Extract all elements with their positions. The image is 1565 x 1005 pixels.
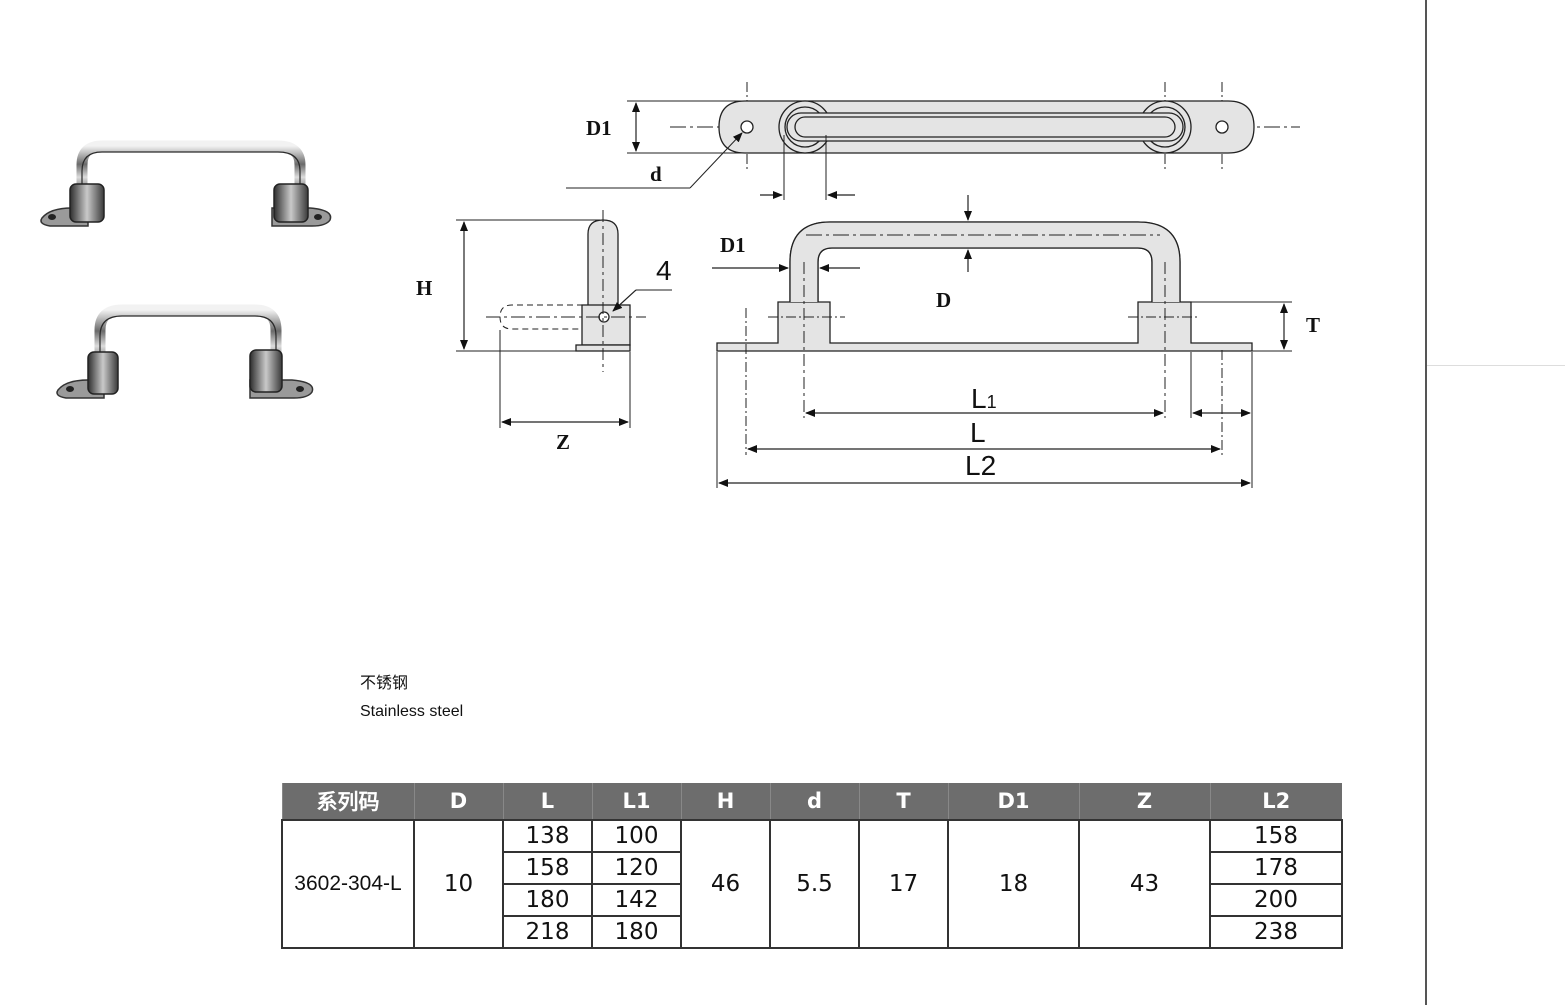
dim-label-L1: L1 xyxy=(971,383,997,414)
front-view xyxy=(712,195,1292,488)
cell-L2: 200 xyxy=(1209,883,1343,917)
header-series-code: 系列码 xyxy=(281,783,414,820)
table-row: 3602-304-L 10 138 100 46 5.5 17 18 43 15… xyxy=(281,819,1343,949)
header-Z: Z xyxy=(1078,783,1210,820)
cell-Z: 43 xyxy=(1078,819,1211,949)
handle-photo-top xyxy=(40,140,332,227)
header-D: D xyxy=(413,783,503,820)
cell-L: 138 xyxy=(502,819,593,853)
dim-label-D: D xyxy=(936,288,951,312)
dim-label-Z: Z xyxy=(556,430,570,454)
page-right-border xyxy=(1425,0,1427,1005)
table-row: 158 120 178 xyxy=(282,851,1343,885)
cell-L: 158 xyxy=(502,851,593,885)
header-L: L xyxy=(502,783,592,820)
header-L2: L2 xyxy=(1209,783,1342,820)
cell-T: 17 xyxy=(858,819,949,949)
side-view xyxy=(456,210,672,428)
cell-D: 10 xyxy=(413,819,504,949)
top-view xyxy=(566,82,1300,200)
cell-d: 5.5 xyxy=(769,819,860,949)
spec-table: 系列码 D L L1 H d T D1 Z L2 3602-304-L 10 1… xyxy=(281,783,1343,949)
dim-label-4: 4 xyxy=(656,255,672,286)
dim-label-H: H xyxy=(416,276,432,300)
header-H: H xyxy=(680,783,770,820)
dim-label-D1-top: D1 xyxy=(586,116,612,140)
technical-drawing: D1 d H 4 Z xyxy=(40,82,1320,488)
cell-L1: 142 xyxy=(591,883,682,917)
cell-L: 218 xyxy=(502,915,593,949)
cell-L2: 238 xyxy=(1209,915,1343,949)
header-T: T xyxy=(858,783,948,820)
cell-L1: 100 xyxy=(591,819,682,853)
table-row: 180 142 200 xyxy=(282,883,1343,917)
header-D1: D1 xyxy=(947,783,1079,820)
dim-label-L2: L2 xyxy=(965,450,996,481)
cell-L1: 120 xyxy=(591,851,682,885)
dim-label-d: d xyxy=(650,162,662,186)
material-en: Stainless steel xyxy=(360,703,464,720)
table-header-row: 系列码 D L L1 H d T D1 Z L2 xyxy=(281,783,1342,820)
dim-label-L: L xyxy=(970,417,986,448)
handle-photo-bottom xyxy=(56,304,314,399)
header-d: d xyxy=(769,783,859,820)
dim-label-T: T xyxy=(1306,313,1320,337)
cell-L2: 158 xyxy=(1209,819,1343,853)
header-L1: L1 xyxy=(591,783,681,820)
cell-series-code: 3602-304-L xyxy=(281,819,415,949)
material-zh: 不锈钢 xyxy=(360,675,409,692)
cell-H: 46 xyxy=(680,819,771,949)
table-row: 218 180 238 xyxy=(282,915,1343,949)
cell-L1: 180 xyxy=(591,915,682,949)
cell-D1: 18 xyxy=(947,819,1080,949)
dim-label-D1-front: D1 xyxy=(720,233,746,257)
page-right-divider xyxy=(1427,365,1565,366)
cell-L: 180 xyxy=(502,883,593,917)
material-note: 不锈钢 Stainless steel xyxy=(360,670,463,726)
cell-L2: 178 xyxy=(1209,851,1343,885)
